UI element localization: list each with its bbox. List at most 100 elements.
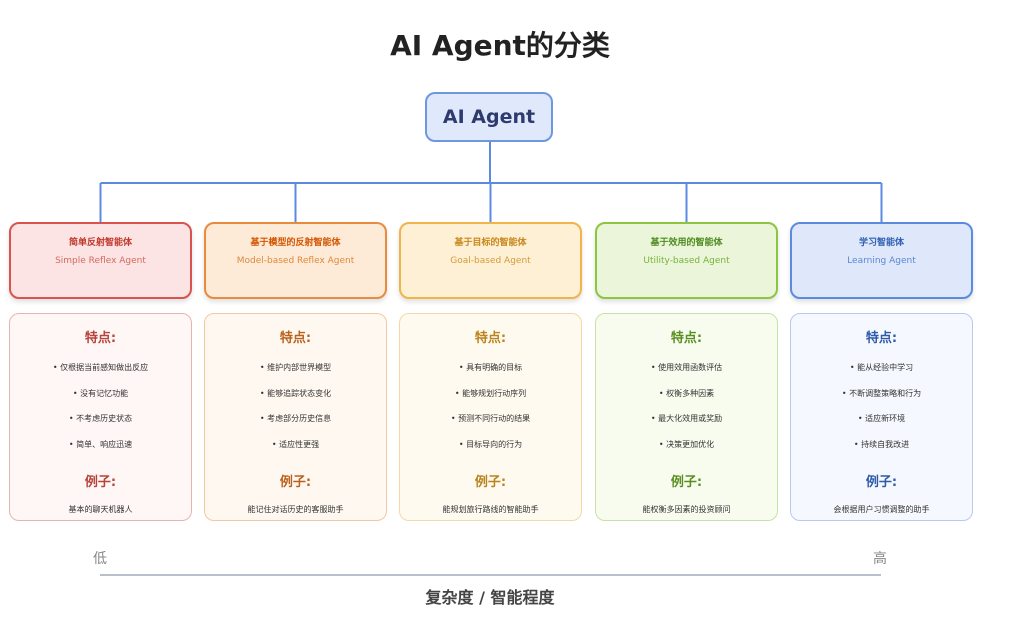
complexity-axis-title: 复杂度 / 智能程度 bbox=[425, 588, 555, 607]
agent-name-en: Goal-based Agent bbox=[450, 256, 531, 266]
feature-item: • 持续自我改进 bbox=[791, 432, 972, 458]
feature-item: • 适应性更强 bbox=[205, 432, 386, 458]
diagram-title: AI Agent的分类 bbox=[390, 29, 610, 62]
example-label: 例子: bbox=[474, 475, 507, 490]
features-label: 特点: bbox=[474, 331, 507, 346]
example-text: 基本的聊天机器人 bbox=[68, 505, 133, 514]
bullet-dot: • bbox=[454, 388, 463, 398]
bullet-dot: • bbox=[849, 363, 858, 372]
bullet-dot: • bbox=[52, 363, 61, 372]
feature-text: 使用效用函数评估 bbox=[658, 363, 723, 372]
example-label: 例子: bbox=[84, 475, 117, 490]
bullet-dot: • bbox=[259, 414, 268, 423]
example-label: 例子: bbox=[865, 475, 898, 490]
features-list: • 维护内部世界模型• 能够追踪状态变化• 考虑部分历史信息• 适应性更强 bbox=[205, 355, 386, 457]
feature-text: 维护内部世界模型 bbox=[267, 363, 332, 372]
feature-item: • 使用效用函数评估 bbox=[596, 355, 777, 381]
bullet-dot: • bbox=[658, 439, 667, 449]
agent-card-5: 特点:• 能从经验中学习• 不断调整策略和行为• 适应新环境• 持续自我改进例子… bbox=[790, 313, 973, 521]
agent-card-2: 特点:• 维护内部世界模型• 能够追踪状态变化• 考虑部分历史信息• 适应性更强… bbox=[204, 313, 387, 521]
agent-header-1: 简单反射智能体 Simple Reflex Agent bbox=[9, 222, 192, 299]
feature-item: • 决策更加优化 bbox=[596, 432, 777, 458]
example-label: 例子: bbox=[279, 475, 312, 490]
feature-item: • 维护内部世界模型 bbox=[205, 355, 386, 381]
feature-text: 适应性更强 bbox=[279, 439, 320, 449]
axis-low-label: 低 bbox=[93, 551, 107, 567]
feature-item: • 目标导向的行为 bbox=[400, 432, 581, 458]
bullet-dot: • bbox=[450, 414, 459, 423]
feature-text: 持续自我改进 bbox=[861, 439, 910, 449]
bullet-dot: • bbox=[458, 363, 467, 372]
agent-name-en: Model-based Reflex Agent bbox=[236, 256, 355, 266]
features-label: 特点: bbox=[279, 331, 312, 346]
agent-name-en: Simple Reflex Agent bbox=[55, 256, 146, 266]
feature-item: • 考虑部分历史信息 bbox=[205, 406, 386, 432]
agent-name-cn: 简单反射智能体 bbox=[68, 238, 132, 248]
root-node-label: AI Agent bbox=[442, 106, 536, 128]
feature-text: 预测不同行动的结果 bbox=[458, 414, 531, 423]
bullet-dot: • bbox=[259, 363, 268, 372]
bullet-dot: • bbox=[72, 388, 81, 398]
agent-header-3: 基于目标的智能体 Goal-based Agent bbox=[399, 222, 582, 299]
feature-item: • 具有明确的目标 bbox=[400, 355, 581, 381]
agent-card-4: 特点:• 使用效用函数评估• 权衡多种因素• 最大化效用或奖励• 决策更加优化例… bbox=[595, 313, 778, 521]
feature-item: • 不考虑历史状态 bbox=[10, 406, 191, 432]
agent-name-cn: 学习智能体 bbox=[858, 238, 904, 248]
feature-item: • 不断调整策略和行为 bbox=[791, 381, 972, 407]
example-text: 能规划旅行路线的智能助手 bbox=[442, 505, 539, 514]
feature-text: 不考虑历史状态 bbox=[76, 414, 133, 423]
feature-text: 能够规划行动序列 bbox=[462, 388, 527, 398]
feature-item: • 最大化效用或奖励 bbox=[596, 406, 777, 432]
feature-text: 能够追踪状态变化 bbox=[267, 388, 332, 398]
feature-item: • 仅根据当前感知做出反应 bbox=[10, 355, 191, 381]
features-label: 特点: bbox=[865, 331, 898, 346]
features-list: • 能从经验中学习• 不断调整策略和行为• 适应新环境• 持续自我改进 bbox=[791, 355, 972, 457]
feature-text: 简单、响应迅速 bbox=[76, 439, 133, 449]
feature-text: 不断调整策略和行为 bbox=[849, 388, 922, 398]
feature-text: 目标导向的行为 bbox=[466, 439, 523, 449]
features-list: • 具有明确的目标• 能够规划行动序列• 预测不同行动的结果• 目标导向的行为 bbox=[400, 355, 581, 457]
complexity-axis-line bbox=[100, 574, 881, 576]
root-node-ai-agent: AI Agent bbox=[425, 92, 553, 142]
agent-card-3: 特点:• 具有明确的目标• 能够规划行动序列• 预测不同行动的结果• 目标导向的… bbox=[399, 313, 582, 521]
agent-card-1: 特点:• 仅根据当前感知做出反应• 没有记忆功能• 不考虑历史状态• 简单、响应… bbox=[9, 313, 192, 521]
bullet-dot: • bbox=[68, 414, 77, 423]
bullet-dot: • bbox=[259, 388, 268, 398]
example-text: 会根据用户习惯调整的助手 bbox=[833, 505, 930, 514]
bullet-dot: • bbox=[458, 439, 467, 449]
feature-text: 没有记忆功能 bbox=[80, 388, 129, 398]
bullet-dot: • bbox=[857, 414, 866, 423]
feature-text: 最大化效用或奖励 bbox=[658, 414, 723, 423]
features-list: • 仅根据当前感知做出反应• 没有记忆功能• 不考虑历史状态• 简单、响应迅速 bbox=[10, 355, 191, 457]
agent-name-cn: 基于目标的智能体 bbox=[454, 238, 527, 248]
feature-item: • 能从经验中学习 bbox=[791, 355, 972, 381]
example-text: 能记住对话历史的客服助手 bbox=[247, 505, 344, 514]
feature-item: • 适应新环境 bbox=[791, 406, 972, 432]
feature-item: • 简单、响应迅速 bbox=[10, 432, 191, 458]
bullet-dot: • bbox=[271, 439, 280, 449]
bullet-dot: • bbox=[650, 363, 659, 372]
agent-name-cn: 基于效用的智能体 bbox=[650, 238, 723, 248]
feature-text: 仅根据当前感知做出反应 bbox=[60, 363, 149, 372]
axis-high-label: 高 bbox=[873, 551, 887, 567]
agent-name-en: Learning Agent bbox=[847, 256, 916, 266]
features-label: 特点: bbox=[670, 331, 703, 346]
feature-text: 考虑部分历史信息 bbox=[267, 414, 332, 423]
feature-item: • 能够追踪状态变化 bbox=[205, 381, 386, 407]
bullet-dot: • bbox=[841, 388, 850, 398]
feature-text: 能从经验中学习 bbox=[857, 363, 914, 372]
feature-text: 适应新环境 bbox=[865, 414, 906, 423]
bullet-dot: • bbox=[68, 439, 77, 449]
feature-text: 具有明确的目标 bbox=[466, 363, 523, 372]
feature-item: • 预测不同行动的结果 bbox=[400, 406, 581, 432]
feature-text: 决策更加优化 bbox=[666, 439, 715, 449]
feature-item: • 权衡多种因素 bbox=[596, 381, 777, 407]
feature-item: • 能够规划行动序列 bbox=[400, 381, 581, 407]
bullet-dot: • bbox=[853, 439, 862, 449]
feature-text: 权衡多种因素 bbox=[666, 388, 715, 398]
example-label: 例子: bbox=[670, 475, 703, 490]
feature-item: • 没有记忆功能 bbox=[10, 381, 191, 407]
example-text: 能权衡多因素的投资顾问 bbox=[642, 505, 731, 514]
